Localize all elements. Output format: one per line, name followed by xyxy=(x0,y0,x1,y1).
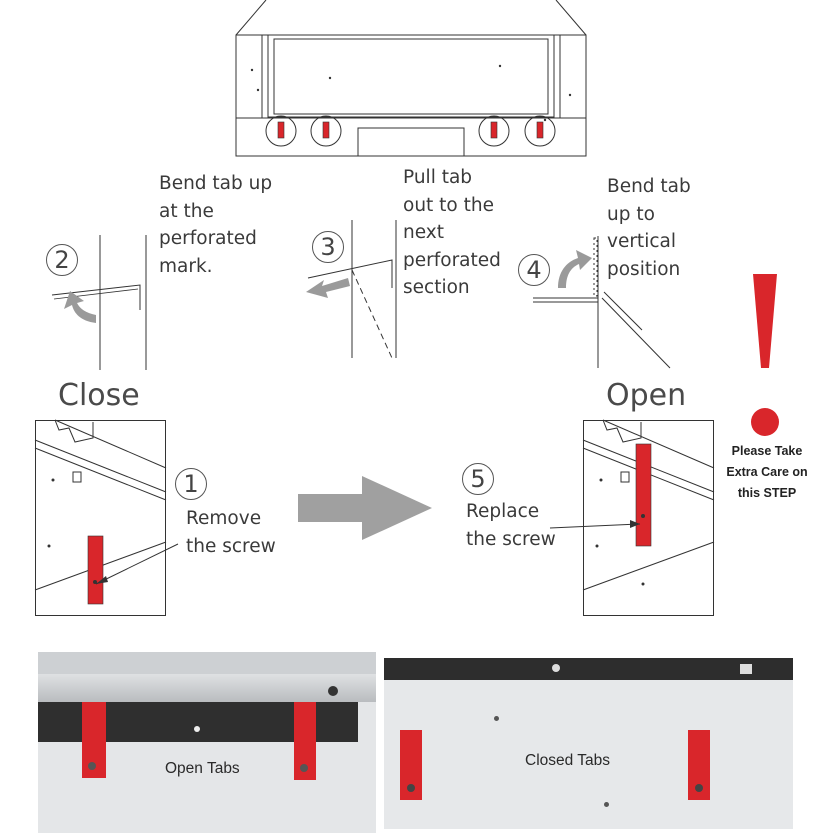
closed-tab xyxy=(87,535,104,605)
pointer-line xyxy=(95,543,179,585)
step-number: 5 xyxy=(462,463,494,495)
step-number: 4 xyxy=(518,254,550,286)
curved-arrow-icon xyxy=(64,291,96,323)
open-tab xyxy=(635,443,652,547)
bend-tab-diagram xyxy=(51,235,147,370)
step-instruction: Bend tab up at the perforated mark. xyxy=(159,173,273,277)
close-heading: Close xyxy=(58,378,140,413)
open-tabs-photo xyxy=(38,652,376,833)
pointer-line xyxy=(549,520,641,529)
direction-arrow-icon xyxy=(298,476,432,540)
curved-arrow-icon xyxy=(558,250,592,288)
closed-tabs-photo xyxy=(384,658,793,829)
pull-arrow-icon xyxy=(306,278,350,298)
step-number: 3 xyxy=(312,231,344,263)
diagram-tab xyxy=(536,121,544,139)
diagram-tab xyxy=(277,121,285,139)
warning-text: Please Take Extra Care on this STEP xyxy=(726,444,808,500)
step-instruction: Remove the screw xyxy=(186,508,276,557)
pull-tab-diagram xyxy=(306,220,397,359)
step-number: 1 xyxy=(175,468,207,500)
warning-exclamation-icon xyxy=(751,274,779,436)
closed-tabs-caption: Closed Tabs xyxy=(525,752,611,769)
step-instruction: Bend tab up to vertical position xyxy=(607,176,691,280)
diagram-tab xyxy=(322,121,330,139)
vertical-tab-diagram xyxy=(533,236,671,369)
fireplace-unit-diagram xyxy=(235,0,587,157)
step-number: 2 xyxy=(46,244,78,276)
diagram-tab xyxy=(490,121,498,139)
open-tabs-caption: Open Tabs xyxy=(165,760,240,777)
step-instruction: Pull tab out to the next perforated sect… xyxy=(403,167,501,298)
open-heading: Open xyxy=(606,378,687,413)
open-panel-diagram xyxy=(582,419,715,616)
step-instruction: Replace the screw xyxy=(466,501,556,550)
